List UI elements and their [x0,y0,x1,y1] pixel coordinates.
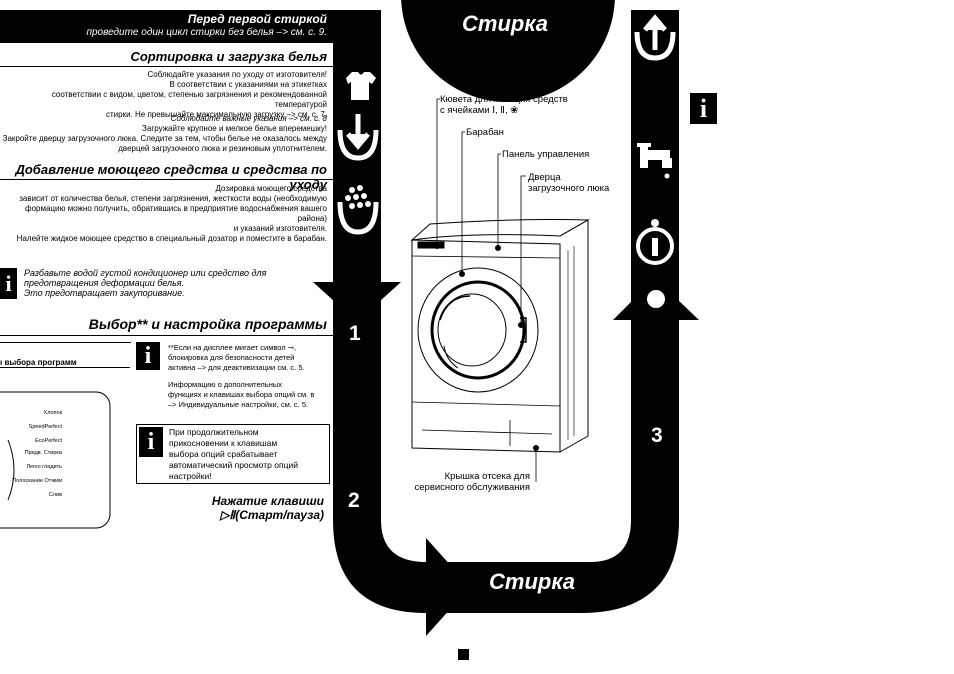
detergent-line: и указаний изготовителя. [233,224,327,233]
program-selector-panel [0,391,111,529]
info-circle-icon [636,219,674,265]
sorting-notes: Соблюдайте важные указания –> см. с. 8 З… [0,114,327,154]
detergent-info-text: Разбавьте водой густой кондиционер или с… [24,268,324,298]
top-circle [401,0,615,102]
detergent-line: Налейте жидкое моющее средство в специал… [16,234,327,243]
program-note1-line: активна –> для деактивизации см. с. 5. [168,363,305,372]
sorting-line: стирки. Не превышайте максимальную загру… [106,110,327,119]
sorting-line: В соответствии с указаниями на этикетках [169,80,327,89]
program-item-ecoperfect[interactable]: EcoPerfect [35,438,62,444]
program-info-box-text: При продолжительном прикосновении к клав… [169,427,327,482]
label-drum: Барабан [466,127,504,138]
arrow-right-head [426,538,470,636]
sorting-line: соответствии с видом, цветом, степенью з… [51,90,327,109]
step-1-number: 1 [349,322,361,345]
shirt-icon [346,72,376,100]
arrow-down-head [313,282,401,322]
program-item-rinse-spin[interactable]: Полоскание Отжим [12,478,62,484]
program-info-line: настройки! [169,471,212,481]
step-2-number: 2 [348,489,360,512]
page-marker [458,649,469,660]
sorting-text: Соблюдайте указания по уходу от изготови… [0,70,327,120]
start-line2: ▷Ⅱ(Старт/паузa) [220,508,324,522]
program-info-box-icon: i [139,427,163,457]
program-item-cotton[interactable]: Хлопок [43,410,62,416]
sorting-note-line: Соблюдайте важные указания –> см. с. 8 [170,114,327,123]
selector-label: ı выбора программ [0,358,130,368]
program-note1-line: **Если на дисплее мигает символ ⊸, [168,343,297,352]
detergent-info-line: Разбавьте водой густой кондиционер или с… [24,268,267,278]
header-subtitle: проведите один цикл стирки без белья –> … [86,27,327,38]
program-item-drain[interactable]: Слив [48,492,62,498]
program-info-line: выбора опций срабатывает [169,449,278,459]
label-service-line: сервисного обслуживания [414,482,530,493]
detergent-title: Добавление моющего средства и средства п… [0,162,333,192]
detergent-info-icon: i [0,268,17,299]
program-note-info-icon: i [136,342,160,370]
top-wash-label: Стирка [462,11,548,36]
label-door-line: Дверца [528,172,561,183]
detergent-line: формацию можно получить, обратившись в п… [24,204,327,223]
program-note2: Информацию о дополнительных функциях и к… [168,380,328,410]
bottom-wash-label: Стирка [489,569,575,594]
detergent-text: Дозировка моющего средства зависит от ко… [0,184,327,244]
program-info-line: прикосновении к клавишам [169,438,278,448]
program-info-line: автоматический просмотр опций [169,460,298,470]
header-bar [0,10,333,43]
program-item-prewash[interactable]: Предв. Стирка [24,450,62,456]
sorting-note-line: Закройте дверцу загрузочного люка. Следи… [2,134,327,143]
label-door-line: загрузочного люка [528,183,610,194]
label-service-cover: Крышка отсека для сервисного обслуживани… [406,471,530,493]
sorting-note-line: Загружайте крупное и мелкое белье вперем… [142,124,327,133]
unload-arrow-icon [634,14,676,61]
program-note2-line: –> Индивидуальные настройки, см. с. 5. [168,400,309,409]
program-divider-left [0,342,131,343]
sorting-note-line: дверцей загрузочного люка и резиновым уп… [118,144,327,153]
program-note1: **Если на дисплее мигает символ ⊸, блоки… [168,343,328,373]
label-drawer-line: Кювета для моющих средств [440,94,568,105]
detergent-icon [337,185,379,235]
detergent-line: Дозировка моющего средства [215,184,327,193]
program-info-line: При продолжительном [169,427,259,437]
sorting-line: Соблюдайте указания по уходу от изготови… [147,70,327,79]
white-dot [647,290,665,308]
program-item-speedperfect[interactable]: SpeedPerfect [28,424,62,430]
detergent-info-line: Это предотвращает закупоривание. [24,288,185,298]
detergent-line: зависит от количества белья, степени заг… [19,194,327,203]
program-title: Выбор** и настройка программы [0,316,333,336]
label-service-line: Крышка отсека для [444,471,530,482]
detergent-info-line: предотвращения деформации белья. [24,278,185,288]
program-item-easy-iron[interactable]: Легко гладить [26,464,62,470]
program-note2-line: Информацию о дополнительных [168,380,282,389]
load-arrow-icon [337,114,379,161]
label-drawer-line: с ячейками Ⅰ, Ⅱ, ❀ [440,105,519,116]
sorting-title: Сортировка и загрузка белья [0,49,333,67]
program-list: Хлопок SpeedPerfect EcoPerfect Предв. Ст… [2,410,62,504]
step-3-number: 3 [651,424,663,447]
bottom-u [333,500,679,613]
label-detergent-drawer: Кювета для моющих средств с ячейками Ⅰ, … [440,94,568,116]
header-title: Перед первой стиркой [187,12,327,26]
info-icon: i [690,93,717,124]
water-tap-icon [637,143,672,179]
label-control-panel: Панель управления [502,149,590,160]
program-note2-line: функциях и клавишах выбора опций см. в [168,390,315,399]
label-door: Дверца загрузочного люка [528,172,609,194]
program-info-box: i При продолжительном прикосновении к кл… [136,424,330,484]
program-note1-line: блокировка для безопасности детей [168,353,295,362]
washing-machine-drawing [410,98,590,482]
start-line1: Нажатие клавиши [211,494,324,508]
